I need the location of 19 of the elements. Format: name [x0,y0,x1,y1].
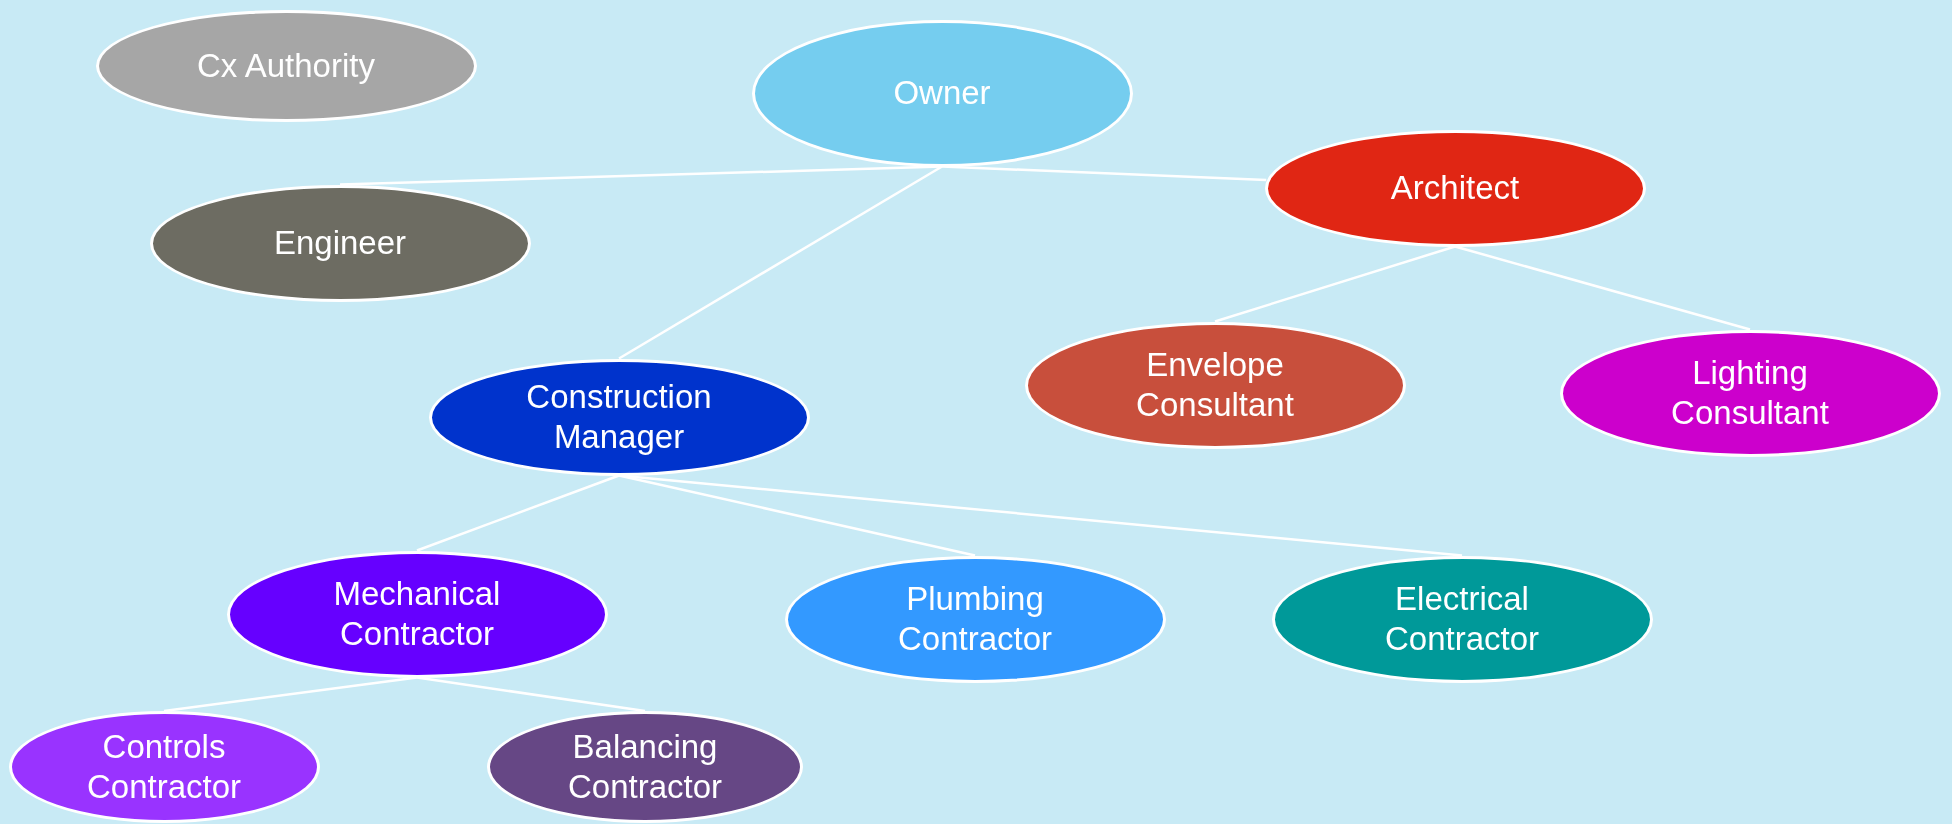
connector-line [941,165,1267,182]
role-label: Plumbing Contractor [896,579,1054,659]
connector-line [1454,245,1751,331]
connector-line [416,474,620,552]
role-label: Envelope Consultant [1135,345,1295,425]
role-label: Lighting Consultant [1670,353,1830,433]
connector-line [163,676,418,713]
role-label: Mechanical Contractor [332,574,502,654]
role-label: Engineer [273,223,407,263]
role-label: Balancing Contractor [566,727,724,807]
role-label: Electrical Contractor [1383,579,1541,659]
role-label: Owner [893,73,991,113]
role-label: Controls Contractor [85,727,243,807]
role-label: Architect [1390,168,1520,208]
connector-line [416,676,646,713]
connector-line [618,165,943,360]
role-label: Cx Authority [197,46,375,86]
connector-line [1214,245,1456,323]
role-label: Construction Manager [525,377,713,457]
